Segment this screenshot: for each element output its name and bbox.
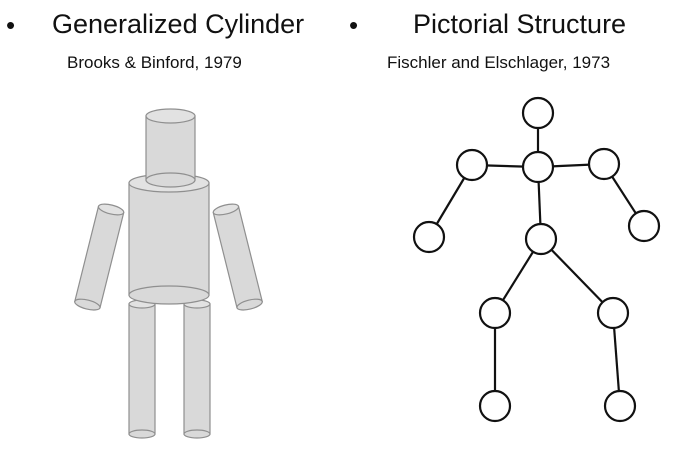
node-right-shoulder (587, 147, 621, 181)
node-right-foot (603, 389, 637, 423)
cylinder-left-leg (128, 299, 156, 439)
citation-brooks-binford: Brooks & Binford, 1979 (67, 53, 242, 72)
node-right-knee (596, 296, 630, 330)
bullet-generalized-cylinder: • (6, 10, 16, 40)
cylinder-torso (128, 173, 210, 305)
cylinder-right-arm (212, 203, 263, 311)
node-head (521, 96, 555, 130)
node-left-hand (412, 220, 446, 254)
edge-pelvis-right-knee (540, 238, 614, 314)
pictorial-structure-graph (412, 96, 661, 423)
citation-fischler-elschlager: Fischler and Elschlager, 1973 (387, 53, 611, 72)
node-right-hand (627, 209, 661, 243)
node-pelvis (524, 222, 558, 256)
bullet-pictorial-structure: • (349, 10, 359, 40)
title-generalized-cylinder: Generalized Cylinder (52, 9, 305, 39)
cylinder-head (145, 108, 196, 188)
cylinder-right-leg (183, 299, 211, 439)
title-pictorial-structure: Pictorial Structure (413, 9, 627, 39)
node-left-foot (478, 389, 512, 423)
cylinder-left-arm (74, 203, 125, 311)
generalized-cylinder-figure (74, 108, 263, 439)
node-left-shoulder (455, 148, 489, 182)
node-left-knee (478, 296, 512, 330)
node-neck (521, 150, 555, 184)
